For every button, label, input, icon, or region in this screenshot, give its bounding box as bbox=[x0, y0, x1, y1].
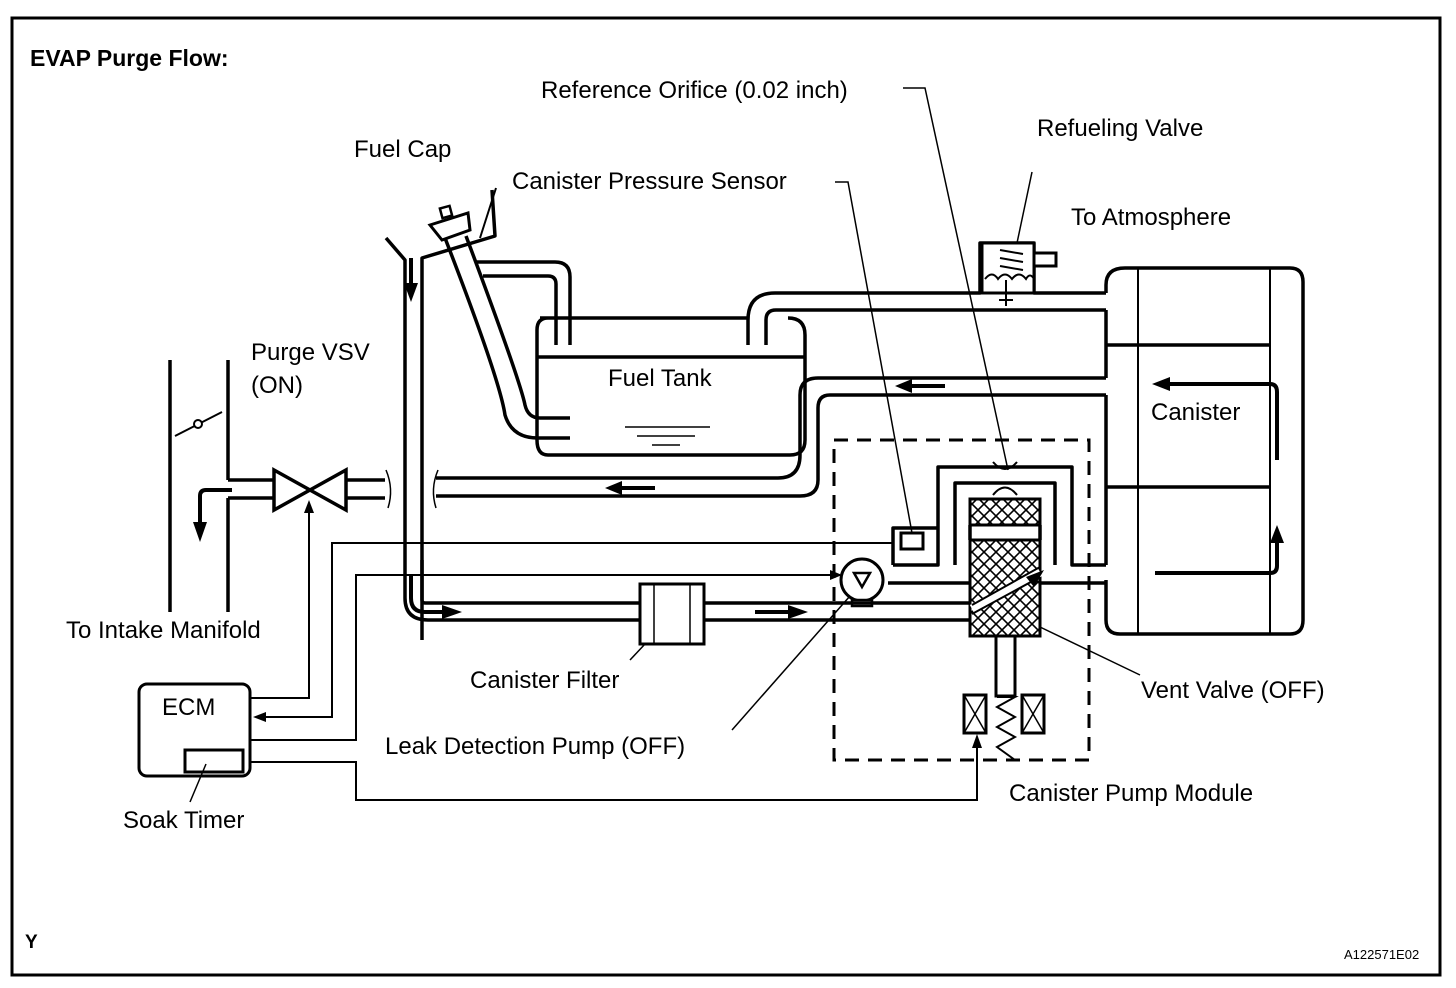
canister-filter bbox=[629, 582, 970, 661]
refueling-valve bbox=[980, 171, 1058, 306]
leader-lines bbox=[731, 87, 1141, 731]
soak-timer-label: Soak Timer bbox=[123, 807, 244, 834]
ecm-label: ECM bbox=[162, 694, 215, 721]
vent-valve-label: Vent Valve (OFF) bbox=[1141, 677, 1325, 704]
vent-valve bbox=[968, 497, 1044, 698]
reference-orifice-label: Reference Orifice (0.02 inch) bbox=[541, 77, 848, 104]
diagram-title: EVAP Purge Flow: bbox=[30, 45, 229, 71]
canister-pump-module-label: Canister Pump Module bbox=[1009, 780, 1253, 807]
ecm-signal-wires bbox=[250, 500, 982, 801]
figure-code: A122571E02 bbox=[1344, 947, 1419, 962]
refueling-valve-label: Refueling Valve bbox=[1037, 115, 1203, 142]
vent-valve-solenoid bbox=[962, 693, 1046, 761]
filler-neck bbox=[443, 235, 572, 440]
fuel-tank-label: Fuel Tank bbox=[608, 365, 713, 392]
ecm-unit: ECM bbox=[137, 682, 252, 803]
purge-vsv-valve bbox=[228, 467, 439, 513]
pump-module-channels bbox=[888, 465, 1106, 585]
intake-manifold bbox=[168, 360, 230, 612]
canister-pump-module-boundary bbox=[832, 438, 1091, 762]
intake-flow-arrow-icon bbox=[193, 488, 232, 542]
fuel-tank: Fuel Tank bbox=[535, 316, 807, 457]
canister-label: Canister bbox=[1151, 399, 1240, 426]
purge-flow-arrows bbox=[404, 258, 462, 619]
purge-line bbox=[384, 189, 640, 640]
diagram-frame bbox=[10, 16, 1442, 977]
vapor-flow-arrows bbox=[605, 379, 945, 495]
canister-pressure-sensor bbox=[899, 531, 925, 551]
reference-orifice bbox=[992, 461, 1018, 496]
canister: Canister bbox=[1104, 266, 1305, 636]
purge-vsv-label: Purge VSV bbox=[251, 339, 370, 366]
corner-mark: Y bbox=[25, 932, 38, 953]
leak-detection-pump-label: Leak Detection Pump (OFF) bbox=[385, 733, 685, 760]
canister-filter-label: Canister Filter bbox=[470, 667, 619, 694]
filter-inlet-pipe bbox=[420, 560, 640, 605]
canister-pressure-sensor-label: Canister Pressure Sensor bbox=[512, 168, 787, 195]
purge-vsv-state-label: (ON) bbox=[251, 372, 303, 399]
vapor-line-middle bbox=[436, 376, 1106, 498]
canister-flow-arrows bbox=[1152, 377, 1284, 575]
to-intake-manifold-label: To Intake Manifold bbox=[66, 617, 261, 644]
fuel-cap-label: Fuel Cap bbox=[354, 136, 451, 163]
to-atmosphere-label: To Atmosphere bbox=[1071, 204, 1231, 231]
fuel-cap bbox=[427, 187, 497, 242]
